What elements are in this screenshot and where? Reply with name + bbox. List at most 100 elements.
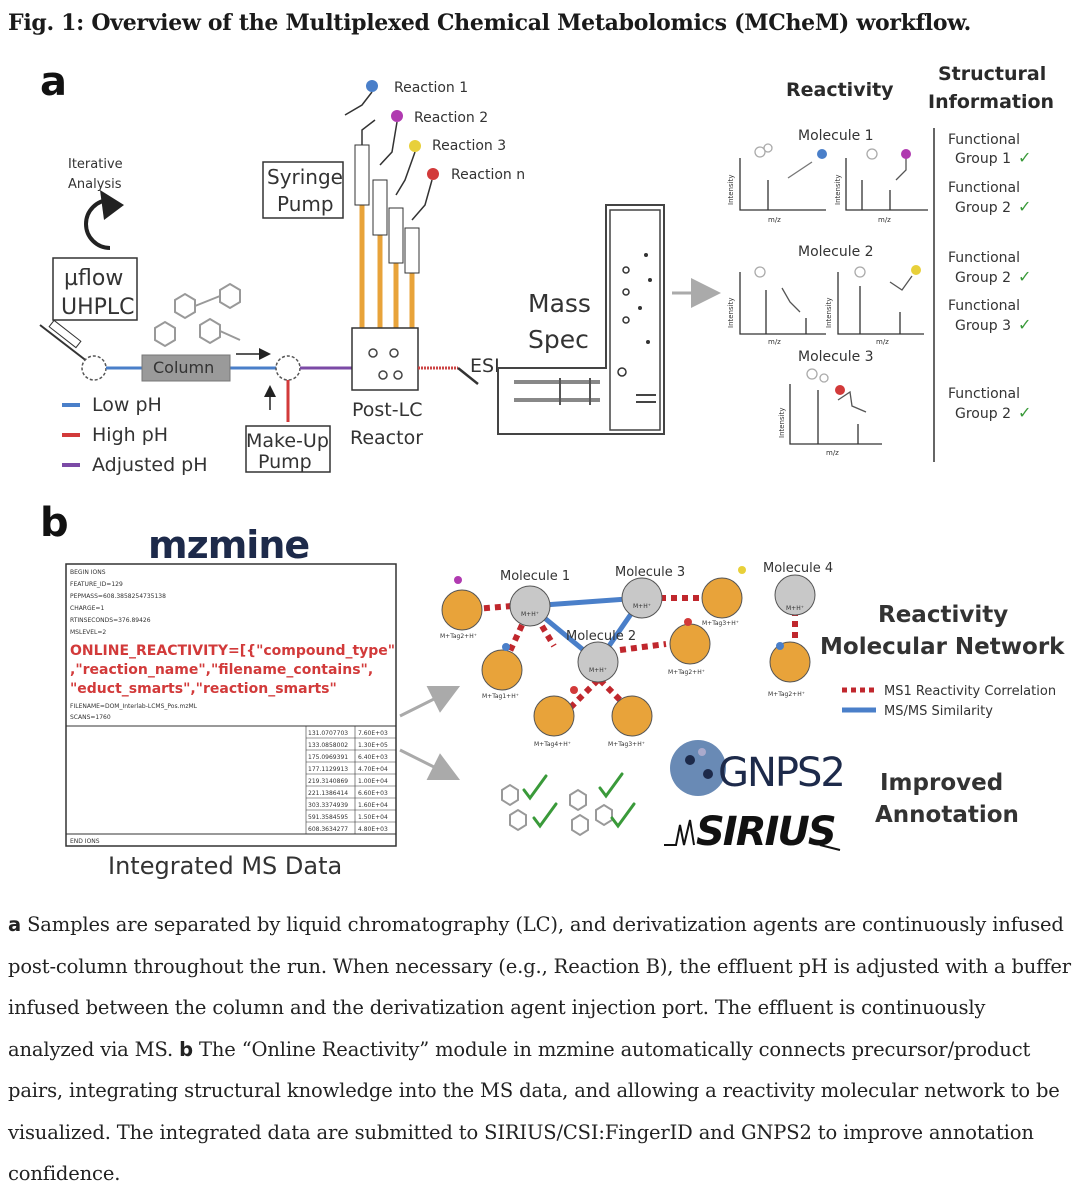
spectrum-molecule-3-label: Molecule 3 bbox=[798, 349, 874, 365]
fg-3-label-2: Group 2 bbox=[955, 270, 1011, 286]
tag-label-2: M+Tag4+H⁺ bbox=[534, 741, 571, 748]
mh-label-1: M+H⁺ bbox=[521, 611, 539, 618]
tag-label-6: M+Tag2+H⁺ bbox=[768, 691, 805, 698]
refresh-icon bbox=[84, 190, 124, 250]
improved-label-1: Improved bbox=[880, 770, 1003, 796]
annotated-molecules-icon bbox=[501, 772, 636, 837]
mass-spec-label-2: Spec bbox=[528, 325, 589, 354]
sirius-label: SIRIUS bbox=[696, 809, 835, 855]
network-molecule-3: Molecule 3 bbox=[615, 565, 685, 580]
panel-b-label: b bbox=[40, 500, 69, 546]
mz-axis-2b: m/z bbox=[876, 338, 889, 346]
makeup-pump-label-1: Make-Up bbox=[246, 430, 329, 452]
mass-spectrometer bbox=[497, 204, 665, 435]
peak-mz: 608.3634277 bbox=[308, 826, 348, 833]
post-lc-label-1: Post-LC bbox=[352, 399, 422, 421]
spectrum-molecule-1-label: Molecule 1 bbox=[798, 128, 874, 144]
tag-label-5: M+Tag3+H⁺ bbox=[702, 620, 739, 627]
mzmine-logo: mzmine bbox=[148, 523, 309, 567]
sirius-spectrum-icon bbox=[664, 819, 841, 851]
ms-data-document bbox=[65, 563, 397, 847]
ms-line-4: RTINSECONDS=376.89426 bbox=[70, 617, 151, 624]
ph-legend: Low pH High pH Adjusted pH bbox=[62, 394, 208, 476]
injector-syringe-icon bbox=[39, 319, 89, 363]
fg-5-label-1: Functional bbox=[948, 386, 1020, 402]
peak-mz: 219.3140869 bbox=[308, 778, 348, 785]
peak-intensity: 1.00E+04 bbox=[358, 778, 388, 785]
ms-line-6: FILENAME=DOM_Interlab-LCMS_Pos.mzML bbox=[70, 703, 198, 710]
post-lc-label-2: Reactor bbox=[350, 427, 423, 449]
peak-mz: 177.1129913 bbox=[308, 766, 348, 773]
tag-label-1: M+Tag1+H⁺ bbox=[482, 693, 519, 700]
reaction-2-label: Reaction 2 bbox=[414, 110, 488, 126]
intensity-axis-2a: Intensity bbox=[727, 298, 735, 328]
ms-line-5: MSLEVEL=2 bbox=[70, 629, 106, 636]
molecule-structures-icon bbox=[154, 282, 241, 348]
panel-a-label: a bbox=[40, 59, 67, 105]
peak-intensity: 7.60E+03 bbox=[358, 730, 388, 737]
structural-header-1: Structural bbox=[938, 63, 1046, 85]
injection-valve bbox=[81, 355, 107, 381]
caption-a-label: a bbox=[8, 913, 22, 936]
ms-line-3: CHARGE=1 bbox=[70, 605, 104, 612]
reactor-coil-icon bbox=[368, 348, 403, 380]
syringe-pump-label-1: Syringe bbox=[267, 165, 343, 189]
network-molecule-2: Molecule 2 bbox=[566, 629, 636, 644]
figure-caption: a Samples are separated by liquid chroma… bbox=[8, 904, 1074, 1195]
spectrum-molecule-2 bbox=[739, 265, 924, 335]
spectrum-molecule-3 bbox=[789, 368, 882, 445]
post-lc-reactor-box bbox=[351, 327, 419, 391]
tag-label-4: M+Tag2+H⁺ bbox=[668, 669, 705, 676]
caption-b-label: b bbox=[179, 1037, 193, 1061]
fg-1-label-1: Functional bbox=[948, 132, 1020, 148]
fg-2-label-2: Group 2 bbox=[955, 200, 1011, 216]
esi-label: ESI bbox=[470, 355, 500, 377]
doc-to-annotation-arrow bbox=[399, 748, 461, 781]
reactivity-line-0: ONLINE_REACTIVITY=[{"compound_type" bbox=[70, 643, 395, 659]
syringe-pump-box bbox=[262, 161, 344, 219]
mass-spec-label-1: Mass bbox=[528, 289, 591, 318]
fg-3-label-1: Functional bbox=[948, 250, 1020, 266]
mz-axis-3: m/z bbox=[826, 449, 839, 457]
gnps2-logo-icon bbox=[670, 740, 726, 796]
iterative-label-1: Iterative bbox=[68, 157, 123, 172]
doc-to-network-arrow bbox=[399, 685, 461, 718]
esi-needle bbox=[457, 367, 479, 385]
reactivity-line-2: "educt_smarts","reaction_smarts" bbox=[70, 681, 337, 697]
tag-label-3: M+Tag3+H⁺ bbox=[608, 741, 645, 748]
mz-axis-1a: m/z bbox=[768, 216, 781, 224]
makeup-pump-label-2: Pump bbox=[258, 451, 312, 473]
legend-high-ph: High pH bbox=[92, 424, 168, 446]
reactivity-line-1: ,"reaction_name","filename_contains", bbox=[70, 662, 373, 678]
reaction-n-label: Reaction n bbox=[451, 167, 525, 183]
peak-mz: 591.3584595 bbox=[308, 814, 348, 821]
reactivity-header: Reactivity bbox=[786, 79, 894, 101]
caption-a-text: Samples are separated by liquid chromato… bbox=[8, 913, 1071, 1061]
fg-2-check: ✓ bbox=[1018, 197, 1031, 216]
integrated-ms-label: Integrated MS Data bbox=[108, 852, 342, 880]
end-ions: END IONS bbox=[70, 838, 100, 845]
legend-msms-label: MS/MS Similarity bbox=[884, 704, 993, 719]
reaction-3-label: Reaction 3 bbox=[432, 138, 506, 154]
peak-mz: 133.0858002 bbox=[308, 742, 348, 749]
fg-1-label-2: Group 1 bbox=[955, 151, 1011, 167]
ms-line-1: FEATURE_ID=129 bbox=[70, 581, 123, 588]
column bbox=[141, 354, 231, 382]
gnps2-label: GNPS2 bbox=[718, 750, 844, 796]
peak-intensity: 4.80E+03 bbox=[358, 826, 388, 833]
structural-header-2: Information bbox=[928, 91, 1054, 113]
uhplc-label-2: UHPLC bbox=[61, 295, 135, 320]
uhplc-box bbox=[52, 257, 138, 321]
legend-ms1-label: MS1 Reactivity Correlation bbox=[884, 684, 1056, 699]
figure-graphic: a Iterative Analysis µflow UHPLC Column … bbox=[39, 59, 1065, 880]
fg-4-check: ✓ bbox=[1018, 315, 1031, 334]
peak-intensity: 6.60E+03 bbox=[358, 790, 388, 797]
fg-5-check: ✓ bbox=[1018, 403, 1031, 422]
uhplc-label-1: µflow bbox=[64, 266, 123, 291]
ms-line-2: PEPMASS=608.3858254735138 bbox=[70, 593, 166, 600]
figure-title: Fig. 1: Overview of the Multiplexed Chem… bbox=[8, 10, 972, 36]
mz-axis-2a: m/z bbox=[768, 338, 781, 346]
peak-mz: 175.0969391 bbox=[308, 754, 348, 761]
spectrum-molecule-2-label: Molecule 2 bbox=[798, 244, 874, 260]
